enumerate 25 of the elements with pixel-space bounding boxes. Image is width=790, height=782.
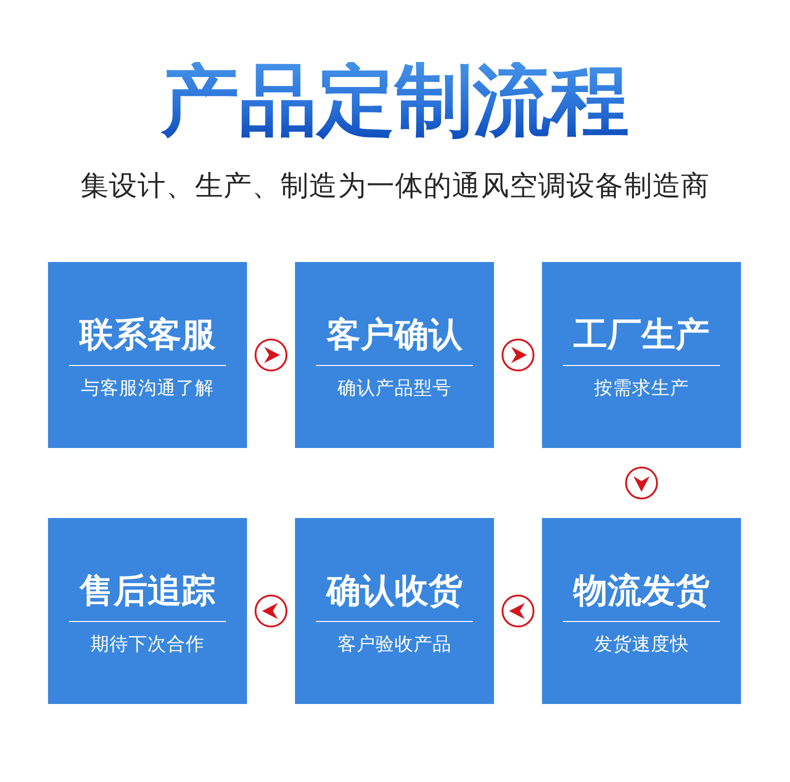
step-title: 客户确认 [326, 317, 462, 353]
subtitle: 集设计、生产、制造为一体的通风空调设备制造商 [80, 171, 710, 201]
process-box [295, 262, 494, 448]
step-description: 期待下次合作 [90, 634, 204, 655]
step-title: 售后追踪 [80, 573, 216, 609]
step-description: 与客服沟通了解 [81, 378, 214, 399]
step-description: 确认产品型号 [338, 378, 452, 399]
step-description: 客户验收产品 [338, 634, 452, 655]
process-box [48, 262, 247, 448]
step-title: 确认收货 [326, 573, 462, 609]
circled-arrow [254, 338, 288, 372]
step-title: 物流发货 [574, 573, 710, 609]
process-box [542, 262, 741, 448]
process-box [542, 518, 741, 704]
step-title: 工厂生产 [574, 317, 710, 353]
circled-arrow [625, 466, 658, 500]
step-description: 发货速度快 [594, 634, 689, 655]
circled-arrow [501, 594, 535, 628]
process-box [295, 518, 494, 704]
circled-arrow [254, 594, 288, 628]
process-box [48, 518, 247, 704]
step-title: 联系客服 [80, 317, 216, 353]
circled-arrow [501, 338, 535, 372]
step-description: 按需求生产 [594, 378, 689, 399]
page-title: 产品定制流程 [161, 62, 629, 140]
